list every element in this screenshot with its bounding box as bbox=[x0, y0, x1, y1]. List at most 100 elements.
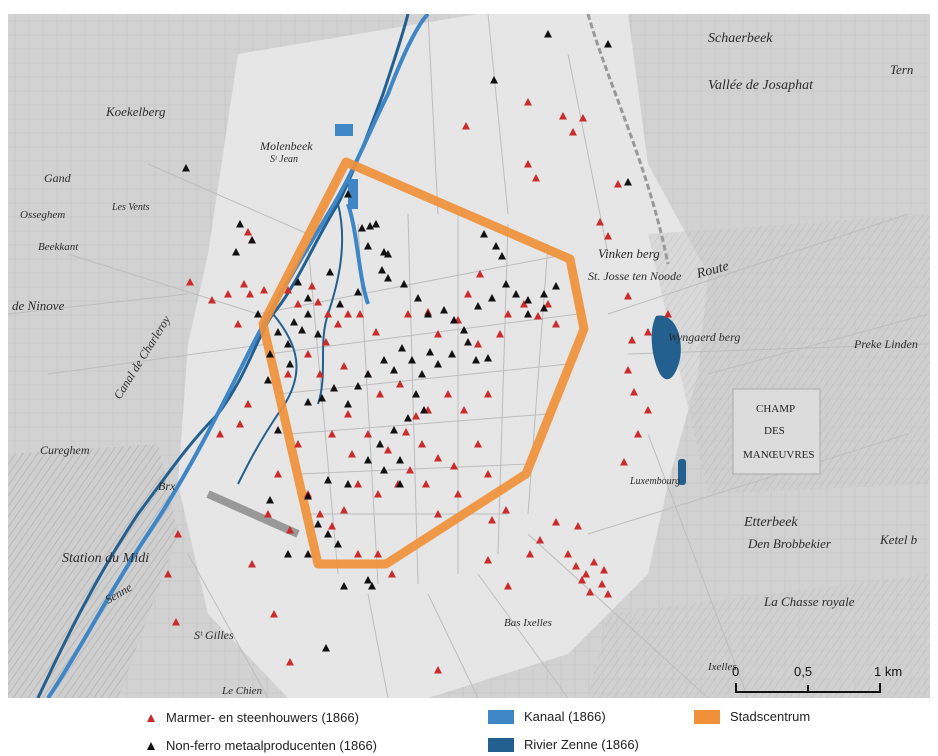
nonferro-producer-marker bbox=[412, 390, 420, 398]
marble-workshop-marker bbox=[569, 128, 577, 136]
nonferro-producer-marker bbox=[524, 310, 532, 318]
label-preke-linden: Preke Linden bbox=[853, 337, 918, 351]
nonferro-producer-marker bbox=[304, 310, 312, 318]
nonferro-producer-marker bbox=[354, 382, 362, 390]
label-cureghem: Cureghem bbox=[40, 443, 90, 457]
canal-basin-2 bbox=[348, 179, 358, 209]
marble-workshop-marker bbox=[620, 458, 628, 466]
nonferro-producer-marker bbox=[390, 426, 398, 434]
marble-workshop-marker bbox=[524, 160, 532, 168]
nonferro-producer-marker bbox=[274, 426, 282, 434]
marble-workshop-marker bbox=[598, 580, 606, 588]
marble-workshop-marker bbox=[434, 330, 442, 338]
marble-workshop-marker bbox=[532, 174, 540, 182]
nonferro-producer-marker bbox=[324, 530, 332, 538]
marble-workshop-marker bbox=[504, 582, 512, 590]
nonferro-producer-marker bbox=[366, 222, 374, 230]
marble-workshop-marker bbox=[308, 282, 316, 290]
nonferro-producer-marker bbox=[324, 476, 332, 484]
marble-workshop-marker bbox=[496, 330, 504, 338]
marble-workshop-marker bbox=[596, 218, 604, 226]
nonferro-producer-marker bbox=[286, 360, 294, 368]
label-vinkenberg: Vinken berg bbox=[598, 246, 660, 261]
label-luxembourg: Luxembourg bbox=[629, 476, 680, 487]
marble-workshop-marker bbox=[526, 550, 534, 558]
city-centre-boundary bbox=[258, 157, 589, 569]
nonferro-producer-marker bbox=[490, 76, 498, 84]
nonferro-producer-marker bbox=[304, 398, 312, 406]
nonferro-producer-marker bbox=[474, 302, 482, 310]
marble-workshop-marker bbox=[504, 310, 512, 318]
marble-workshop-marker bbox=[582, 570, 590, 578]
nonferro-producer-marker bbox=[448, 350, 456, 358]
marble-workshop-marker bbox=[552, 320, 560, 328]
railway-north bbox=[586, 14, 670, 265]
nonferro-producer-marker bbox=[544, 30, 552, 38]
legend-nonferro: Non-ferro metaalproducenten (1866) bbox=[146, 738, 377, 753]
legend-canal-label: Kanaal (1866) bbox=[524, 709, 606, 724]
map-svg: Schaerbeek Tern Vallée de Josaphat Koeke… bbox=[8, 14, 930, 698]
marble-workshop-marker bbox=[586, 588, 594, 596]
marble-workshop-marker bbox=[164, 570, 172, 578]
nonferro-producer-marker bbox=[318, 394, 326, 402]
marble-workshop-marker bbox=[286, 526, 294, 534]
scale-bar-graphic bbox=[735, 683, 881, 693]
nonferro-producer-marker bbox=[480, 230, 488, 238]
champ-manoeuvres bbox=[732, 388, 821, 475]
marble-workshop-marker bbox=[186, 278, 194, 286]
nonferro-producer-marker bbox=[182, 164, 190, 172]
nonferro-producer-marker bbox=[354, 288, 362, 296]
nonferro-producer-marker bbox=[472, 356, 480, 364]
legend-centre: Stadscentrum bbox=[694, 709, 810, 724]
marble-workshop-marker bbox=[396, 380, 404, 388]
nonferro-producer-marker bbox=[376, 440, 384, 448]
nonferro-producer-marker bbox=[460, 326, 468, 334]
marble-workshop-marker bbox=[404, 310, 412, 318]
marble-workshop-marker bbox=[284, 370, 292, 378]
nonferro-producer-marker bbox=[266, 350, 274, 358]
cureghem-fields bbox=[8, 444, 178, 698]
marble-workshop-marker bbox=[484, 470, 492, 478]
nonferro-producer-marker bbox=[274, 328, 282, 336]
east-fields bbox=[648, 214, 930, 494]
nonferro-producer-marker bbox=[450, 316, 458, 324]
marble-workshop-marker bbox=[572, 562, 580, 570]
nonferro-producer-marker bbox=[294, 278, 302, 286]
marble-workshop-marker bbox=[614, 180, 622, 188]
marble-workshop-marker bbox=[434, 454, 442, 462]
marble-workshop-marker bbox=[434, 666, 442, 674]
nonferro-producer-marker bbox=[512, 290, 520, 298]
nonferro-producer-marker bbox=[344, 400, 352, 408]
marble-workshop-marker bbox=[628, 336, 636, 344]
label-schaerbeek: Schaerbeek bbox=[708, 31, 773, 46]
label-st-gilles: Sᵗ Gilles bbox=[194, 628, 234, 642]
label-champ: CHAMP bbox=[756, 403, 795, 415]
nonferro-producer-marker bbox=[304, 492, 312, 500]
marble-workshop-marker bbox=[434, 510, 442, 518]
place-labels: Schaerbeek Tern Vallée de Josaphat Koeke… bbox=[12, 31, 918, 697]
legend-centre-label: Stadscentrum bbox=[730, 709, 811, 724]
marble-workshop-marker bbox=[294, 300, 302, 308]
nonferro-producer-marker bbox=[284, 550, 292, 558]
marble-workshop-marker bbox=[388, 570, 396, 578]
red-triangle-icon bbox=[147, 713, 155, 722]
marble-workshop-marker bbox=[244, 228, 252, 236]
nonferro-producer-marker bbox=[266, 496, 274, 504]
marble-workshop-marker bbox=[422, 480, 430, 488]
nonferro-producer-marker bbox=[434, 360, 442, 368]
marble-workshop-marker bbox=[348, 450, 356, 458]
historic-map[interactable]: Schaerbeek Tern Vallée de Josaphat Koeke… bbox=[8, 14, 930, 698]
marble-workshop-marker bbox=[372, 328, 380, 336]
marble-workshop-marker bbox=[174, 530, 182, 538]
marble-workshop-marker bbox=[644, 406, 652, 414]
nonferro-producer-marker bbox=[540, 290, 548, 298]
label-molenbeek-sub: Sᵗ Jean bbox=[270, 154, 298, 165]
marble-workshop-marker bbox=[476, 270, 484, 278]
nonferro-producer-marker bbox=[540, 304, 548, 312]
nonferro-producer-marker bbox=[398, 344, 406, 352]
map-legend: Marmer- en steenhouwers (1866) Non-ferro… bbox=[0, 700, 938, 756]
nonferro-producer-marker bbox=[364, 456, 372, 464]
marble-workshop-marker bbox=[534, 312, 542, 320]
marble-workshop-marker bbox=[544, 300, 552, 308]
marble-workshop-marker bbox=[340, 362, 348, 370]
